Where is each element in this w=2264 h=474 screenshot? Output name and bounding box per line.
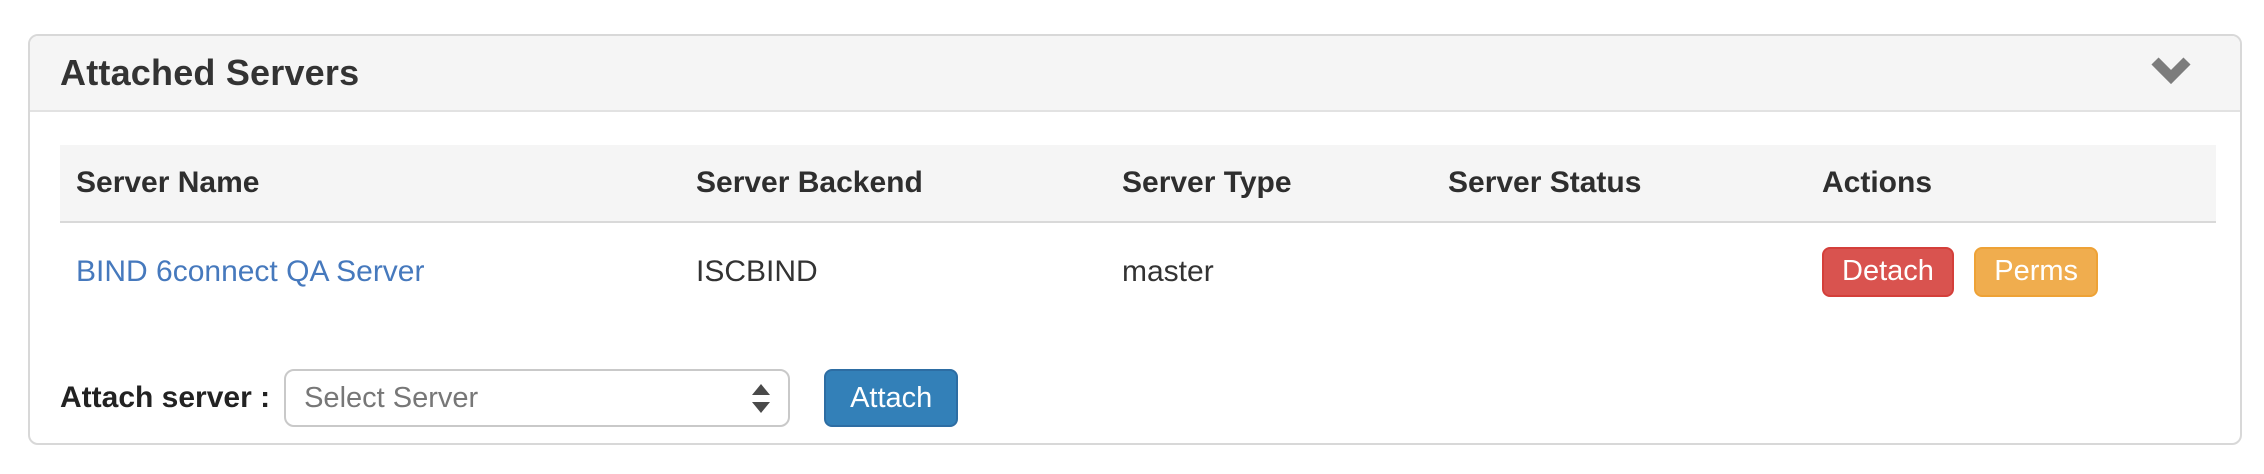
detach-button[interactable]: Detach [1822,247,1954,297]
select-arrows-icon [752,383,771,413]
panel-body: Server Name Server Backend Server Type S… [30,112,2240,427]
header-actions: Actions [1806,145,2216,223]
header-server-backend: Server Backend [680,145,1106,223]
cell-server-backend: ISCBIND [680,222,1106,327]
attach-button[interactable]: Attach [824,369,959,427]
header-server-status: Server Status [1432,145,1806,223]
attached-servers-panel: Attached Servers Server Name Server Back… [28,34,2242,445]
table-header-row: Server Name Server Backend Server Type S… [60,145,2216,223]
panel-heading: Attached Servers [30,36,2240,112]
server-select[interactable]: Select Server [284,369,791,427]
perms-button[interactable]: Perms [1974,247,2099,297]
header-server-type: Server Type [1106,145,1432,223]
cell-server-type: master [1106,222,1432,327]
chevron-down-icon [2150,56,2192,91]
header-server-name: Server Name [60,145,680,223]
server-name-link[interactable]: BIND 6connect QA Server [76,255,425,288]
cell-server-name: BIND 6connect QA Server [60,222,680,327]
attached-servers-table: Server Name Server Backend Server Type S… [60,145,2216,327]
attach-server-form: Attach server : Select Server Attach [60,369,2216,427]
cell-actions: Detach Perms [1806,222,2216,327]
panel-title: Attached Servers [60,52,360,93]
attach-server-label: Attach server : [60,381,271,414]
collapse-toggle[interactable] [2150,56,2192,91]
table-row: BIND 6connect QA Server ISCBIND master D… [60,222,2216,327]
server-select-value: Select Server [304,381,479,414]
cell-server-status [1432,222,1806,327]
